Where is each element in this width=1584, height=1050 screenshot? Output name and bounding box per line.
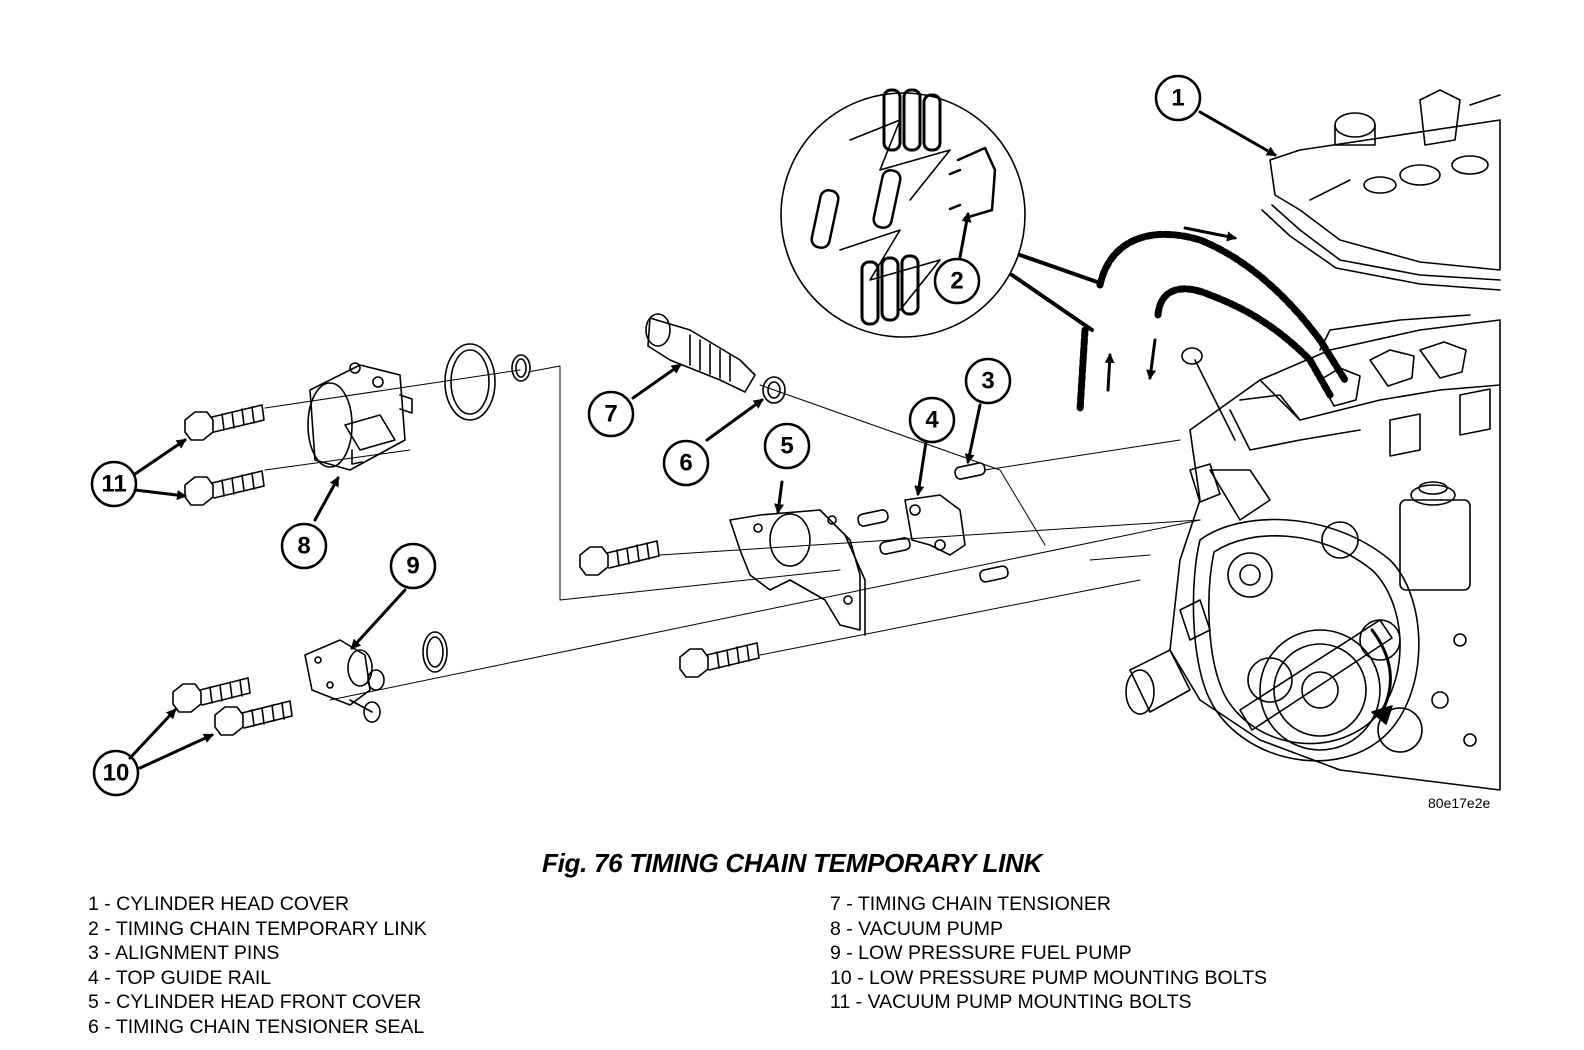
callout-2: 2 <box>950 268 963 295</box>
alignment-pins <box>857 462 1009 583</box>
legend-left-column: 1 - CYLINDER HEAD COVER 2 - TIMING CHAIN… <box>88 892 427 1040</box>
low-pressure-fuel-pump <box>304 639 385 723</box>
callout-labels: 1 2 3 4 5 6 7 8 9 10 11 <box>101 85 1184 787</box>
legend-item: 4 - TOP GUIDE RAIL <box>88 966 272 989</box>
legend-item: 1 - CYLINDER HEAD COVER <box>88 893 350 915</box>
callout-9: 9 <box>406 553 419 580</box>
callout-leaders <box>128 110 1277 770</box>
callout-10: 10 <box>103 760 130 787</box>
vacuum-pump-bolt-upper <box>184 404 265 441</box>
legend-item: 2 - TIMING CHAIN TEMPORARY LINK <box>88 917 427 940</box>
legend-item: 10 - LOW PRESSURE PUMP MOUNTING BOLTS <box>830 966 1268 989</box>
alignment-centerlines <box>264 365 1201 701</box>
legend-item: 7 - TIMING CHAIN TENSIONER <box>830 893 1111 915</box>
callout-circles <box>90 74 1202 797</box>
legend-item: 3 - ALIGNMENT PINS <box>88 942 280 965</box>
fuel-pump-bolt-upper <box>172 677 251 713</box>
engine-assembly <box>1125 314 1501 791</box>
front-cover-bolt-upper <box>579 540 660 576</box>
o-ring-small <box>511 354 531 382</box>
callout-3: 3 <box>981 368 994 395</box>
callout-6: 6 <box>679 450 692 477</box>
legend-right-column: 7 - TIMING CHAIN TENSIONER 8 - VACUUM PU… <box>830 892 1267 1015</box>
fuel-pump-bolt-lower <box>214 700 293 736</box>
callout-5: 5 <box>780 433 793 460</box>
legend-item: 8 - VACUUM PUMP <box>830 917 1003 940</box>
cylinder-head-front-cover <box>729 509 866 636</box>
legend-item: 6 - TIMING CHAIN TENSIONER SEAL <box>88 1015 425 1038</box>
o-ring-large <box>444 343 496 421</box>
magnified-detail-inset <box>780 88 1102 338</box>
fuel-pump-o-ring <box>422 631 448 673</box>
vacuum-pump <box>307 362 413 471</box>
timing-chain-tensioner <box>645 313 756 393</box>
tensioner-seal <box>762 376 786 404</box>
cylinder-head-cover <box>1261 89 1501 291</box>
timing-chain <box>1076 226 1349 414</box>
callout-4: 4 <box>925 407 939 434</box>
figure-code: 80e17e2e <box>1428 795 1491 811</box>
legend-item: 11 - VACUUM PUMP MOUNTING BOLTS <box>830 991 1192 1014</box>
vacuum-pump-bolt-lower <box>184 470 265 506</box>
front-cover-bolt-lower <box>679 642 760 678</box>
legend-item: 5 - CYLINDER HEAD FRONT COVER <box>88 991 422 1014</box>
legend-item: 9 - LOW PRESSURE FUEL PUMP <box>830 942 1132 965</box>
callout-7: 7 <box>604 401 617 428</box>
callout-11: 11 <box>101 471 126 498</box>
callout-8: 8 <box>297 533 310 560</box>
top-guide-rail <box>904 494 966 556</box>
callout-1: 1 <box>1171 85 1184 112</box>
figure-caption: Fig. 76 TIMING CHAIN TEMPORARY LINK <box>542 848 1042 878</box>
